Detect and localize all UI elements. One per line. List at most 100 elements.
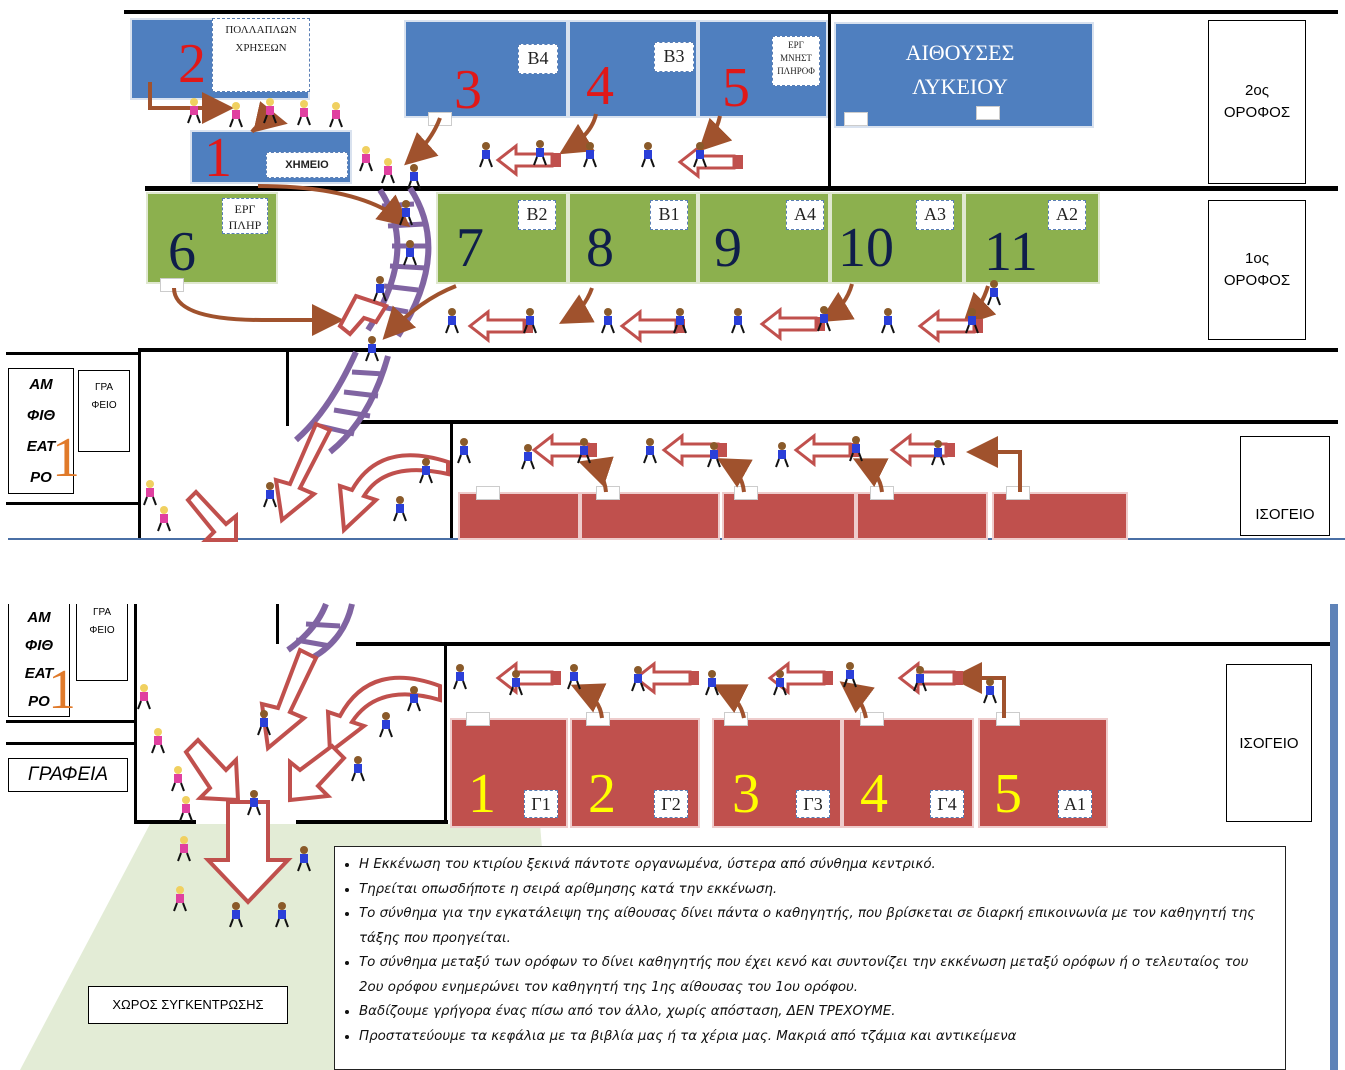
office-box: ΓΡΑ ΦΕΙΟ [78, 370, 130, 452]
evacuation-instructions: Η Εκκένωση του κτιρίου ξεκινά πάντοτε ορ… [334, 846, 1286, 1070]
wall-b-top [356, 642, 1338, 646]
room-number-ground-3: 3 [732, 763, 760, 825]
wall-amph-bottom [6, 502, 138, 505]
instruction-3: Το σύνθημα για την εγκατάλειψη της αίθου… [359, 902, 1275, 951]
room-tag-g4: Γ4 [930, 790, 964, 818]
hollow-arrows [468, 144, 985, 694]
room-number-1st-10: 10 [838, 217, 894, 279]
room-tag-a2: Α2 [1048, 200, 1086, 230]
office-label: ΓΡΑ ΦΕΙΟ [91, 382, 117, 411]
floor-label-ground-text: ΙΣΟΓΕΙΟ [1255, 506, 1315, 523]
amphitheatre-label: ΑΜ ΦΙΘ ΕΑΤ ΡΟ [26, 376, 56, 486]
room-number-1st-8: 8 [586, 217, 614, 279]
floor-label-ground-2: ΙΣΟΓΕΙΟ [1226, 664, 1312, 822]
door-lyceum-1 [844, 112, 868, 126]
room-number-1st-7: 7 [456, 217, 484, 279]
office-label-2: ΓΡΑ ΦΕΙΟ [89, 607, 115, 636]
wall-amph-top [6, 352, 138, 355]
room-tag-a4: Α4 [786, 200, 824, 230]
room-number-1st-11: 11 [984, 221, 1038, 283]
instruction-1: Η Εκκένωση του κτιρίου ξεκινά πάντοτε ορ… [359, 853, 1275, 878]
assembly-area-box: ΧΩΡΟΣ ΣΥΓΚΕΝΤΡΩΣΗΣ [88, 986, 288, 1024]
chem-lab-label: ΧΗΜΕΙΟ [266, 152, 348, 178]
room-number-2nd-5: 5 [722, 57, 750, 119]
room-number-2nd-1: 1 [204, 127, 232, 189]
floor-label-2nd-text: 2ος ΟΡΟΦΟΣ [1223, 82, 1291, 121]
wall-b-left-2 [276, 604, 279, 644]
floor-label-ground-2-text: ΙΣΟΓΕΙΟ [1239, 734, 1299, 752]
room-ground-top-1 [458, 492, 580, 540]
room-number-2nd-2: 2 [178, 33, 206, 95]
room-tag-a3: Α3 [916, 200, 954, 230]
wall-b-stair-right [444, 644, 447, 826]
floor-label-ground: ΙΣΟΓΕΙΟ [1240, 436, 1330, 536]
wall-2nd-vertical [828, 14, 831, 186]
room-lyceum [834, 22, 1094, 128]
assembly-area-label: ΧΩΡΟΣ ΣΥΓΚΕΝΤΡΩΣΗΣ [112, 997, 264, 1012]
door-g-top-1 [476, 486, 500, 500]
room-tag-g3: Γ3 [796, 790, 830, 818]
wall-b-bottom-left [134, 820, 196, 824]
room-tag-g2: Γ2 [654, 790, 688, 818]
wall-ground-left-1 [138, 350, 141, 538]
room-ground-top-3 [722, 492, 856, 540]
room-number-ground-4: 4 [860, 763, 888, 825]
floor-label-1st-text: 1ος ΟΡΟΦΟΣ [1223, 250, 1291, 289]
room-tag-g1: Γ1 [524, 790, 558, 818]
door-g-1 [466, 712, 490, 726]
offices-box: ΓΡΑΦΕΙΑ [8, 758, 128, 792]
floor-label-1st: 1ος ΟΡΟΦΟΣ [1208, 200, 1306, 340]
wall-b-left-1 [134, 604, 137, 822]
wall-b-bottom-right [296, 820, 448, 824]
room-number-2nd-4: 4 [586, 55, 614, 117]
office-box-2: ΓΡΑ ΦΕΙΟ [76, 604, 128, 681]
room-number-1st-9: 9 [714, 217, 742, 279]
assembly-arrows [183, 293, 450, 905]
instruction-2: Τηρείται οπωσδήποτε η σειρά αρίθμησης κα… [359, 878, 1275, 903]
stairs-lower [294, 350, 391, 455]
stairs-bottom-view [286, 602, 355, 661]
wall-ground-top [356, 420, 1338, 424]
instruction-6: Προστατεύουμε τα κεφάλια με τα βιβλία μα… [359, 1025, 1275, 1050]
page-edge-right [1330, 604, 1338, 1070]
wall-b-amph-1 [6, 720, 136, 723]
room-tag-b1: Β1 [650, 200, 688, 230]
lyceum-label: ΑΙΘΟΥΣΕΣ ΛΥΚΕΙΟΥ [905, 40, 1015, 99]
amphitheatre-number-2: 1 [48, 659, 76, 721]
wall-2nd-1st-divider [145, 186, 1338, 191]
amphitheatre-label-2: ΑΜ ΦΙΘ ΕΑΤ ΡΟ [24, 609, 54, 710]
room-tag-it-lab-2: ΕΡΓ ΠΛΗΡ [222, 198, 268, 234]
room-number-ground-2: 2 [588, 763, 616, 825]
amphitheatre-box: ΑΜ ΦΙΘ ΕΑΤ ΡΟ [8, 368, 74, 494]
wall-2nd-floor-top [124, 10, 1338, 14]
floor-label-2nd: 2ος ΟΡΟΦΟΣ [1208, 20, 1306, 184]
room-tag-it-lab: ΕΡΓ ΜΝΗΣΤ ΠΛΗΡΟΦ [772, 36, 820, 86]
room-tag-b2: Β2 [518, 200, 556, 230]
wall-ground-left-2 [286, 350, 289, 426]
wall-1st-floor-bottom [138, 348, 1338, 352]
door-lyceum-2 [976, 106, 1000, 120]
multi-use-label-text: ΠΟΛΛΑΠΛΩΝ ΧΡΗΣΕΩΝ [225, 24, 297, 54]
room-ground-top-2 [580, 492, 720, 540]
multi-use-label: ΠΟΛΛΑΠΛΩΝ ΧΡΗΣΕΩΝ [212, 18, 310, 92]
door-1st-6 [160, 278, 184, 292]
room-tag-b3: Β3 [654, 42, 694, 72]
amphitheatre-box-2: ΑΜ ΦΙΘ ΕΑΤ ΡΟ [8, 604, 70, 717]
route-arrows-upper [148, 82, 1022, 719]
room-number-1st-6: 6 [168, 221, 196, 283]
wall-b-amph-2 [6, 742, 136, 745]
room-number-ground-1: 1 [468, 763, 496, 825]
offices-label: ΓΡΑΦΕΙΑ [27, 764, 109, 785]
room-a3 [830, 192, 964, 284]
wall-stair-right [450, 422, 453, 538]
room-tag-a1: Α1 [1058, 790, 1092, 818]
room-number-2nd-3: 3 [454, 59, 482, 121]
room-tag-b4: Β4 [518, 44, 558, 74]
room-number-ground-5: 5 [994, 763, 1022, 825]
room-ground-top-4 [856, 492, 988, 540]
instruction-4: Το σύνθημα μεταξύ των ορόφων το δίνει κα… [359, 951, 1275, 1000]
amphitheatre-number: 1 [52, 427, 80, 489]
instruction-5: Βαδίζουμε γρήγορα ένας πίσω από τον άλλο… [359, 1000, 1275, 1025]
room-ground-top-5 [992, 492, 1128, 540]
